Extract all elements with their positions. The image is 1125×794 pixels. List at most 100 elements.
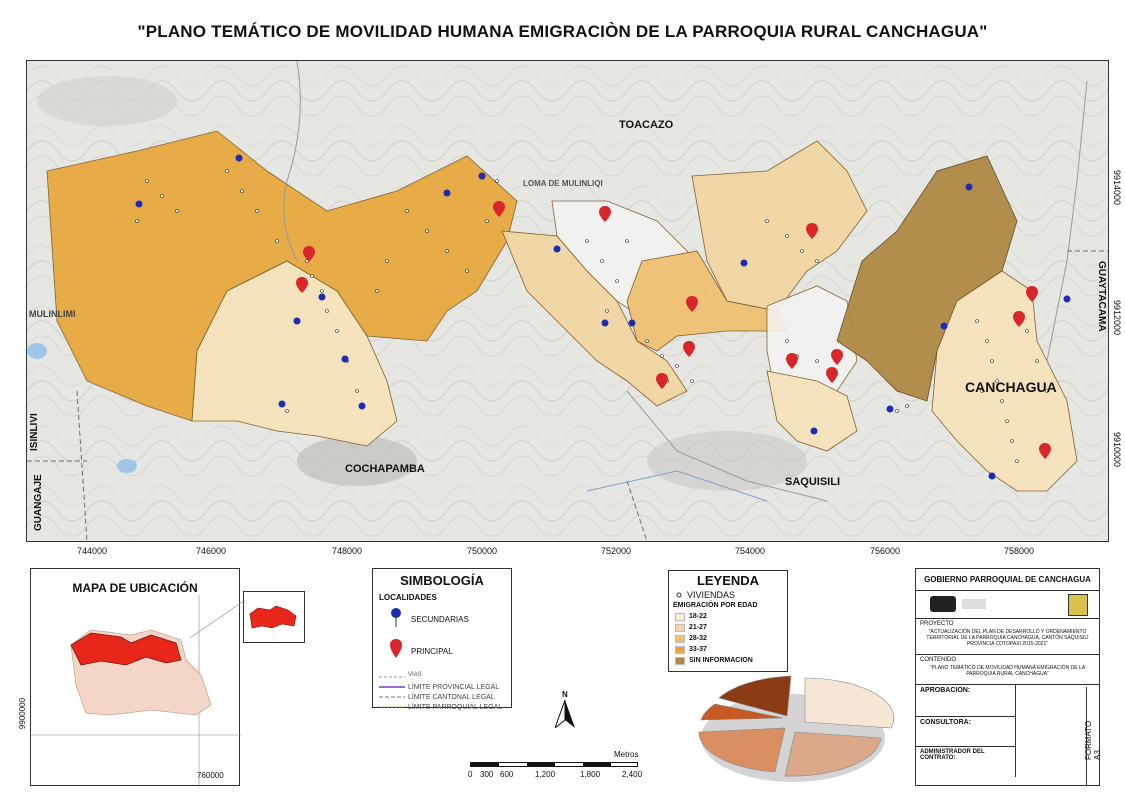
label-mulinlimi: MULINLIMI	[29, 309, 76, 319]
escudo-icon	[1068, 594, 1088, 616]
location-map-svg	[31, 595, 241, 785]
administrador-label: ADMINISTRADOR DEL CONTRATO:	[920, 749, 985, 761]
x-tick-758000: 758000	[1004, 546, 1035, 556]
class-sin-info: SIN INFORMACION	[689, 657, 753, 664]
logo-gad-icon	[930, 596, 956, 612]
principal-label: PRINCIPAL	[411, 647, 453, 656]
principal-markers	[296, 201, 1051, 459]
emigracion-subtitle: EMIGRACIÓN POR EDAD	[673, 602, 758, 609]
formato-strip	[1086, 687, 1100, 786]
x-tick-750000: 750000	[467, 546, 498, 556]
class-21-27: 21-27	[689, 624, 707, 631]
limite-cantonal-label: LÍMITE CANTONAL LEGAL	[408, 694, 495, 701]
ubicacion-y-tick: 9900000	[18, 697, 28, 730]
limite-parroquial-label: LÍMITE PARROQUIAL LEGAL	[408, 704, 503, 711]
viviendas-label: VIVIENDAS	[687, 590, 736, 600]
label-canchagua: CANCHAGUA	[965, 379, 1057, 395]
map-canvas	[27, 61, 1108, 541]
gobierno-title: GOBIERNO PARROQUIAL DE CANCHAGUA	[916, 569, 1099, 591]
principal-symbol-icon	[390, 639, 402, 658]
vivienda-dot-icon	[676, 592, 682, 598]
inset-zoom-box	[243, 591, 305, 643]
consultora-block: CONSULTORA:	[916, 717, 1016, 747]
label-cochapamba: COCHAPAMBA	[345, 463, 425, 475]
simbologia-title: SIMBOLOGÍA	[400, 573, 484, 588]
class-18-22: 18-22	[689, 613, 707, 620]
label-isinlivi: ISINLIVI	[29, 413, 40, 451]
scale-tick-2400: 2,400	[622, 770, 643, 779]
pie-slice-sin-info	[718, 675, 792, 717]
mapa-ubicacion-title: MAPA DE UBICACIÓN	[72, 581, 198, 595]
label-guaytacama: GUAYTACAMA	[1096, 261, 1107, 332]
scale-tick-0: 0	[468, 770, 473, 779]
aprobacion-label: APROBACION:	[920, 687, 971, 694]
line-symbols	[379, 676, 405, 708]
inset-leader-line	[190, 600, 246, 639]
label-loma: LOMA DE MULINLIQI	[523, 179, 603, 188]
contenido-text: "PLANO TEMÁTICO DE MOVILIDAD HUMANA EMIG…	[929, 665, 1086, 677]
contenido-block: CONTENIDO "PLANO TEMÁTICO DE MOVILIDAD H…	[916, 655, 1099, 685]
swatch-sin-info	[675, 657, 685, 665]
north-arrow-icon	[555, 700, 575, 728]
pie-slice-33-37	[700, 703, 784, 721]
secundarias-label: SECUNDARIAS	[411, 615, 469, 624]
x-tick-748000: 748000	[332, 546, 363, 556]
pie-slice-21-27	[784, 731, 882, 777]
scale-bar	[470, 762, 638, 767]
simbologia-panel: SIMBOLOGÍA LOCALIDADES SECUNDARIAS PRINC…	[372, 568, 512, 708]
swatch-18-22	[675, 613, 685, 621]
main-map[interactable]: TOACAZO LOMA DE MULINLIQI COCHAPAMBA SAQ…	[26, 60, 1109, 542]
cartela-panel: GOBIERNO PARROQUIAL DE CANCHAGUA PROYECT…	[915, 568, 1100, 786]
label-guangaje: GUANGAJE	[33, 474, 44, 531]
x-tick-744000: 744000	[77, 546, 108, 556]
vias-label: VIAS	[408, 672, 422, 678]
zone-18-22-sw	[191, 260, 398, 447]
x-tick-752000: 752000	[601, 546, 632, 556]
x-tick-756000: 756000	[870, 546, 901, 556]
zone-18-22-south	[766, 370, 858, 452]
swatch-21-27	[675, 624, 685, 632]
scale-tick-1800: 1,800	[580, 770, 601, 779]
secundarias-symbol-icon	[391, 608, 401, 627]
leyenda-panel: LEYENDA VIVIENDAS EMIGRACIÓN POR EDAD 18…	[668, 570, 788, 672]
page-title: "PLANO TEMÁTICO DE MOVILIDAD HUMANA EMIG…	[137, 22, 988, 41]
mapa-ubicacion-panel: MAPA DE UBICACIÓN 760000 9900000	[18, 568, 241, 786]
pie-slice-28-32	[698, 727, 786, 773]
consultora-label: CONSULTORA:	[920, 719, 972, 726]
leyenda-title: LEYENDA	[696, 573, 760, 588]
administrador-block: ADMINISTRADOR DEL CONTRATO:	[916, 747, 1016, 777]
zone-33-37-west	[46, 130, 518, 422]
swatch-33-37	[675, 646, 685, 654]
logos-row	[916, 591, 1099, 619]
scale-tick-600: 600	[500, 770, 514, 779]
logo-text-icon	[962, 599, 986, 609]
x-tick-746000: 746000	[196, 546, 227, 556]
north-label: N	[562, 690, 568, 699]
proyecto-block: PROYECTO "ACTUALIZACIÓN DEL PLAN DE DESA…	[916, 619, 1099, 655]
ubicacion-x-tick: 760000	[197, 771, 224, 780]
y-tick-9912000: 9912000	[1112, 300, 1122, 336]
secundarias-markers	[135, 154, 1071, 480]
y-tick-9914000: 9914000	[1112, 170, 1122, 206]
swatch-28-32	[675, 635, 685, 643]
y-tick-9910000: 9910000	[1112, 432, 1122, 468]
zone-28-32-center	[626, 250, 788, 352]
class-33-37: 33-37	[689, 646, 707, 653]
contenido-label: CONTENIDO	[920, 657, 956, 663]
localidades-label: LOCALIDADES	[379, 593, 437, 602]
scale-tick-300: 300	[480, 770, 494, 779]
proyecto-label: PROYECTO	[920, 621, 954, 627]
proyecto-text: "ACTUALIZACIÓN DEL PLAN DE DESARROLLO Y …	[926, 629, 1089, 647]
zone-21-27-ne	[691, 140, 868, 312]
label-saquisili: SAQUISILI	[785, 476, 841, 488]
pie-chart	[698, 675, 895, 782]
limite-provincial-label: LÍMITE PROVINCIAL LEGAL	[408, 684, 500, 691]
pie-slice-18-22	[804, 677, 895, 729]
scale-tick-1200: 1,200	[535, 770, 556, 779]
class-28-32: 28-32	[689, 635, 707, 642]
aprobacion-block: APROBACION:	[916, 685, 1016, 717]
label-toacazo: TOACAZO	[619, 119, 674, 131]
formato-label: FORMATO A3	[1084, 720, 1102, 760]
x-tick-754000: 754000	[735, 546, 766, 556]
scale-unit: Metros	[614, 750, 639, 759]
